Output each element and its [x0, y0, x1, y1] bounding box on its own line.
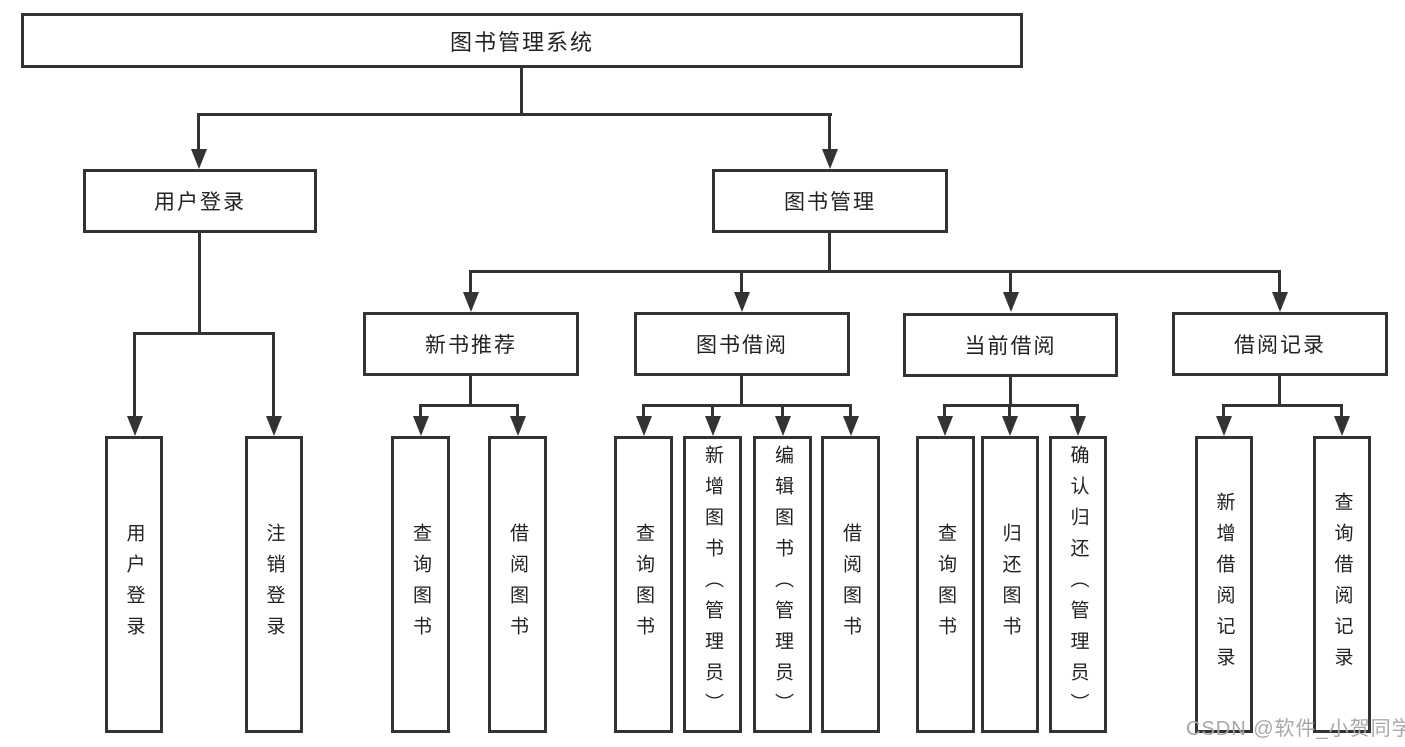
connector-line — [197, 113, 832, 116]
connector-line — [133, 332, 275, 335]
connector-line — [1008, 404, 1011, 420]
arrow-down-icon — [1334, 416, 1350, 436]
connector-line — [197, 113, 200, 152]
connector-line — [1340, 404, 1343, 420]
connector-line — [642, 404, 852, 407]
node-current-borrowing: 当前借阅 — [903, 313, 1118, 377]
arrow-down-icon — [510, 416, 526, 436]
connector-line — [1278, 270, 1281, 296]
connector-line — [740, 270, 743, 296]
connector-line — [1009, 377, 1012, 407]
arrow-down-icon — [191, 149, 207, 169]
arrow-down-icon — [463, 292, 479, 312]
leaf-confirm-return-admin: 确认归还（管理员） — [1049, 436, 1107, 733]
node-user-login: 用户登录 — [83, 169, 317, 233]
connector-line — [1278, 376, 1281, 407]
connector-line — [1222, 404, 1225, 420]
arrow-down-icon — [937, 416, 953, 436]
connector-line — [198, 233, 201, 335]
connector-line — [642, 404, 645, 420]
connector-line — [943, 404, 1079, 407]
node-root-library-system: 图书管理系统 — [21, 13, 1023, 68]
connector-line — [828, 113, 831, 152]
connector-line — [849, 404, 852, 420]
node-new-book-recommend: 新书推荐 — [363, 312, 579, 376]
connector-line — [1222, 404, 1342, 407]
leaf-query-borrow-record: 查询借阅记录 — [1313, 436, 1371, 733]
connector-line — [419, 404, 422, 420]
connector-line — [781, 404, 784, 420]
leaf-edit-book-admin: 编辑图书（管理员） — [753, 436, 812, 733]
arrow-down-icon — [705, 416, 721, 436]
leaf-query-books-current: 查询图书 — [916, 436, 975, 733]
arrow-down-icon — [1002, 416, 1018, 436]
connector-line — [133, 332, 136, 418]
watermark: CSDN @软件_小贺同学 — [1186, 718, 1405, 740]
connector-line — [711, 404, 714, 420]
leaf-query-books-recommend: 查询图书 — [391, 436, 450, 733]
node-book-management: 图书管理 — [712, 169, 948, 233]
leaf-add-borrow-record: 新增借阅记录 — [1195, 436, 1253, 733]
connector-line — [516, 404, 519, 420]
arrow-down-icon — [1272, 292, 1288, 312]
arrow-down-icon — [413, 416, 429, 436]
arrow-down-icon — [843, 416, 859, 436]
leaf-query-books-borrowing: 查询图书 — [614, 436, 673, 733]
node-book-borrowing: 图书借阅 — [634, 312, 850, 376]
leaf-return-book: 归还图书 — [981, 436, 1039, 733]
arrow-down-icon — [1216, 416, 1232, 436]
connector-line — [943, 404, 946, 420]
arrow-down-icon — [636, 416, 652, 436]
leaf-add-book-admin: 新增图书（管理员） — [683, 436, 742, 733]
arrow-down-icon — [775, 416, 791, 436]
connector-line — [1076, 404, 1079, 420]
leaf-borrow-books-borrowing: 借阅图书 — [821, 436, 880, 733]
connector-line — [740, 376, 743, 407]
connector-line — [469, 376, 472, 407]
connector-line — [272, 332, 275, 418]
arrow-down-icon — [734, 292, 750, 312]
arrow-down-icon — [127, 416, 143, 436]
arrow-down-icon — [822, 149, 838, 169]
leaf-borrow-books-recommend: 借阅图书 — [488, 436, 547, 733]
connector-line — [469, 270, 472, 296]
connector-line — [828, 233, 831, 273]
connector-line — [469, 270, 1281, 273]
connector-line — [419, 404, 519, 407]
arrow-down-icon — [1070, 416, 1086, 436]
arrow-down-icon — [1003, 292, 1019, 312]
arrow-down-icon — [266, 416, 282, 436]
node-borrowing-records: 借阅记录 — [1172, 312, 1388, 376]
leaf-user-login: 用户登录 — [105, 436, 163, 733]
leaf-logout: 注销登录 — [245, 436, 303, 733]
connector-line — [520, 68, 523, 116]
connector-line — [1009, 270, 1012, 296]
